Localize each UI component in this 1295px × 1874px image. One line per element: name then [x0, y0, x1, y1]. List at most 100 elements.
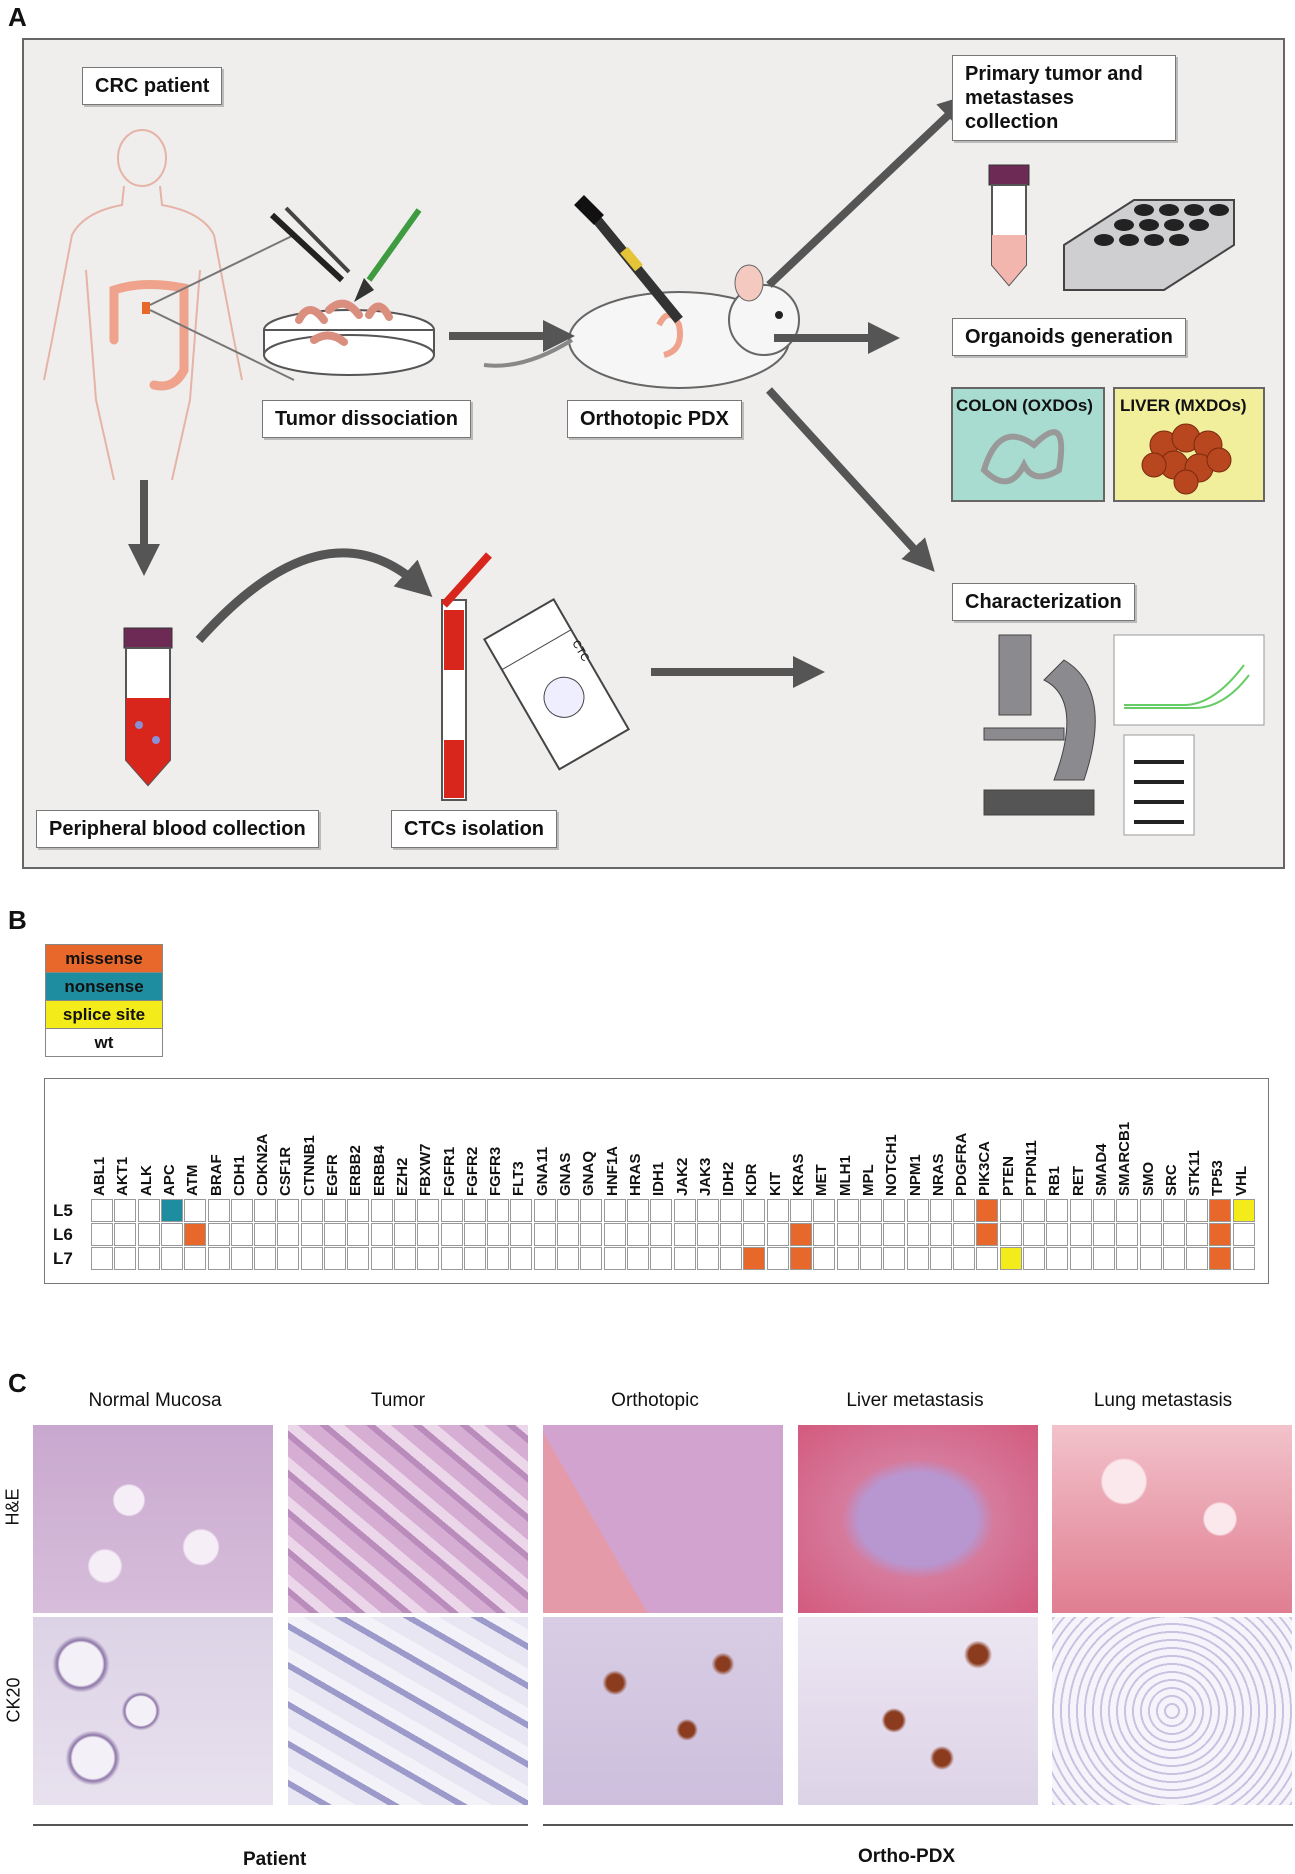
mutation-cell	[790, 1247, 812, 1270]
mutation-cell	[673, 1223, 696, 1246]
mutation-cell	[1232, 1199, 1255, 1222]
mutation-cell	[91, 1247, 113, 1270]
gene-label-fgfr2: FGFR2	[463, 1146, 481, 1196]
mutation-cell	[696, 1199, 719, 1222]
column-title-tumor: Tumor	[370, 1390, 426, 1411]
mutation-cell	[673, 1247, 696, 1270]
ck20-normal-mucosa-image	[33, 1617, 273, 1805]
scissors-and-scalpel-icon	[269, 206, 422, 302]
mutation-cell	[440, 1247, 463, 1270]
mutation-cell	[1092, 1223, 1115, 1246]
workflow-graphics	[43, 93, 1265, 836]
human-silhouette	[43, 129, 243, 481]
mutation-cell	[766, 1247, 789, 1270]
mutation-cell	[277, 1247, 300, 1270]
mutation-cell	[137, 1199, 160, 1222]
row-label-l6: L6	[53, 1225, 73, 1244]
mutation-cell	[1162, 1199, 1185, 1222]
mutation-cell	[1162, 1223, 1185, 1246]
mutation-cell	[790, 1199, 812, 1222]
mutation-cell	[859, 1199, 882, 1222]
mutation-cell	[160, 1223, 183, 1246]
mutation-cell	[137, 1247, 160, 1270]
mutation-cell	[906, 1199, 929, 1222]
he-normal-mucosa-image	[33, 1425, 273, 1613]
mutation-cell	[230, 1223, 253, 1246]
mutation-cell	[277, 1223, 300, 1246]
mutation-cell	[836, 1199, 859, 1222]
mutation-cell	[440, 1223, 463, 1246]
mutation-cell	[300, 1247, 323, 1270]
gene-label-nras: NRAS	[929, 1153, 947, 1196]
mutation-cell	[883, 1199, 906, 1222]
mutation-cell	[510, 1247, 533, 1270]
mutation-cell	[1116, 1247, 1139, 1270]
mutation-cell	[207, 1199, 230, 1222]
mutation-cell	[580, 1199, 603, 1222]
mutation-cell	[324, 1247, 346, 1270]
gene-label-pten: PTEN	[999, 1155, 1017, 1196]
ctc-separation-tube	[441, 552, 492, 801]
mutation-cell	[370, 1247, 393, 1270]
mutation-cell	[603, 1199, 626, 1222]
mutation-cell	[1186, 1223, 1209, 1246]
mutation-cell	[91, 1199, 113, 1222]
mutation-cell	[1023, 1247, 1045, 1270]
mutation-cell	[1209, 1247, 1232, 1270]
legend-nonsense: nonsense	[45, 972, 163, 1001]
gene-label-stk11: STK11	[1186, 1150, 1204, 1196]
mutation-cell	[743, 1223, 766, 1246]
mutation-cell	[137, 1223, 160, 1246]
tumor-spot	[142, 302, 150, 314]
mutation-cell	[557, 1247, 579, 1270]
mutation-cell	[883, 1247, 906, 1270]
mutation-cell	[743, 1247, 766, 1270]
mutation-cell	[393, 1223, 416, 1246]
gene-label-smarcb1: SMARCB1	[1116, 1121, 1134, 1196]
mutation-cell	[463, 1223, 486, 1246]
mutation-cell	[953, 1247, 976, 1270]
gene-label-egfr: EGFR	[324, 1154, 341, 1196]
mutation-cell	[859, 1247, 882, 1270]
mutation-cell	[463, 1199, 486, 1222]
colon-organoid-shape	[980, 429, 1065, 485]
petri-dish	[263, 299, 435, 376]
mutation-cell	[1139, 1199, 1162, 1222]
crc-patient-label: CRC patient	[82, 67, 223, 105]
gene-label-ezh2: EZH2	[393, 1157, 411, 1196]
mutation-cell	[953, 1223, 976, 1246]
mutation-cell	[580, 1223, 603, 1246]
mutation-cell	[1139, 1247, 1162, 1270]
characterization-label: Characterization	[952, 583, 1135, 621]
mutation-cell	[626, 1199, 649, 1222]
gene-label-csf1r: CSF1R	[277, 1146, 295, 1196]
mutation-cell	[603, 1247, 626, 1270]
mutation-cell	[207, 1247, 230, 1270]
mutation-cell	[324, 1223, 346, 1246]
mutation-cell	[1186, 1199, 1209, 1222]
ctc-slide	[482, 598, 631, 771]
gene-label-ptpn11: PTPN11	[1023, 1140, 1040, 1196]
mutation-cell	[836, 1223, 859, 1246]
mutation-cell	[906, 1223, 929, 1246]
mutation-cell	[1232, 1247, 1255, 1270]
row-title-he: H&E	[2, 1488, 23, 1526]
organoids-generation-label: Organoids generation	[952, 318, 1186, 356]
mutation-cell	[114, 1247, 137, 1270]
mouse-graphic	[483, 264, 800, 389]
row-label-l7: L7	[53, 1249, 73, 1268]
gene-label-fbxw7: FBXW7	[417, 1143, 435, 1197]
mutation-cell	[883, 1223, 906, 1246]
mutation-cell	[510, 1223, 533, 1246]
gene-label-smo: SMO	[1139, 1161, 1157, 1196]
mutation-cell	[953, 1199, 976, 1222]
primary-tumor-label: Primary tumor and metastases collection	[952, 55, 1176, 141]
colon-oxdos-label: COLON (OXDOs)	[956, 396, 1093, 415]
mutation-cell	[370, 1223, 393, 1246]
mutation-cell	[859, 1223, 882, 1246]
mutation-cell	[510, 1199, 533, 1222]
column-title-liver-metastasis: Liver metastasis	[846, 1390, 984, 1411]
mutation-cell	[533, 1247, 556, 1270]
orthotopic-pdx-label: Orthotopic PDX	[567, 400, 742, 438]
mutation-cell	[1046, 1247, 1069, 1270]
